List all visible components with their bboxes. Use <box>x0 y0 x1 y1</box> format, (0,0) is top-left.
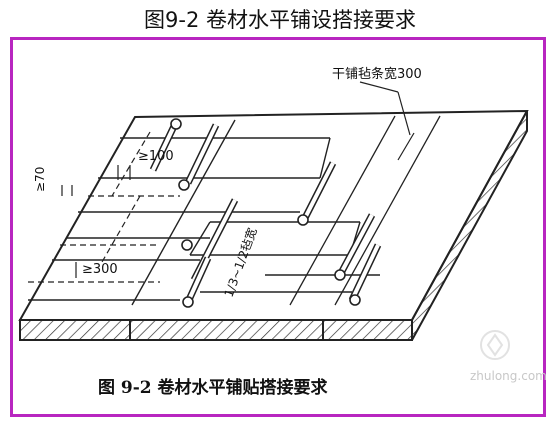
slab-top <box>18 109 529 321</box>
label-lap-300: ≥300 <box>82 262 118 277</box>
figure-caption: 图 9-2 卷材水平铺贴搭接要求 <box>98 377 328 398</box>
roll <box>334 213 376 281</box>
dry-strip-edge <box>289 115 396 306</box>
roll <box>178 123 220 191</box>
roll <box>297 161 337 226</box>
watermark-text: zhulong.com <box>470 369 547 383</box>
page-title: 图9-2 卷材水平铺设搭接要求 <box>144 8 416 32</box>
label-lap-100: ≥100 <box>138 149 174 164</box>
roll <box>149 118 182 172</box>
dry-strip-edge <box>334 115 441 306</box>
slab-side-face <box>411 110 528 341</box>
label-lap-70: ≥70 <box>33 167 47 192</box>
roll <box>182 256 212 308</box>
label-top-strip: 干铺毡条宽300 <box>332 66 422 82</box>
rolls <box>149 118 382 308</box>
lap-lines-dashed <box>28 131 180 283</box>
watermark-logo <box>480 330 510 360</box>
slab-front-face <box>19 319 413 341</box>
leader-line <box>359 81 399 93</box>
dimension-marks <box>61 165 131 278</box>
leader-line <box>397 91 411 136</box>
dry-strip-edge <box>397 132 415 161</box>
roll <box>348 243 382 306</box>
